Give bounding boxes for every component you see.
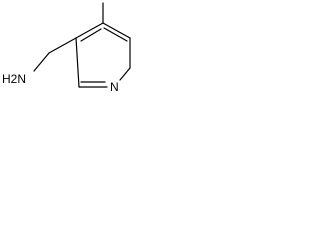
bond-c3-c4-inner [80,28,102,42]
bond-group [33,2,131,88]
atom-label-ring-nitrogen: N [110,80,119,94]
bond-c2-c3 [75,37,80,88]
atom-label-amine: H2N [2,72,26,86]
bond-c6-n1 [119,67,131,81]
bond-c3-ch2 [48,37,77,54]
bond-c4-c5 [102,22,131,39]
structure-canvas: H2N N [0,0,166,119]
bond-c4-c5-inner [103,27,128,42]
molecule-drawing: H2N N [2,2,131,94]
bond-ch2-n [33,52,50,72]
bond-c3-c4 [75,22,104,39]
